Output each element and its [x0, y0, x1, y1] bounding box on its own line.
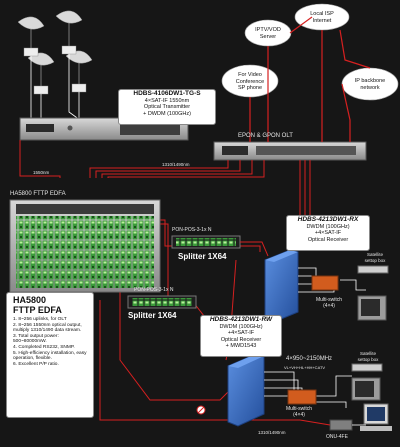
network-links: [249, 16, 371, 142]
multiswitch-bottom-device: [287, 389, 317, 405]
edfa-model-label: HA5800 FTTP EDFA: [10, 191, 66, 197]
satellite-dish-icon: [17, 10, 93, 86]
fiber-label-1550: 1550nm: [33, 170, 50, 175]
olt-rack: [213, 141, 367, 161]
fiber-label-1310-top: 1310/1490nm: [162, 162, 190, 167]
multiswitch-bottom-label: Multi-switch (4×4): [285, 406, 313, 418]
receiver-rx-device: [264, 249, 299, 323]
settop-box-bottom-device: [351, 363, 383, 372]
edfa-feature: 6. Excellent P/P ratio.: [13, 361, 59, 367]
multiswitch-top-label: Multi-switch (4×4): [315, 297, 343, 309]
edfa-subtitle: FTTP EDFA: [13, 305, 62, 315]
receiver-rx-line: +4×SAT-IF: [314, 230, 342, 237]
cloud-isp-label: Local ISP Internet: [310, 11, 334, 24]
edfa-feature: 3. Total output power: 500~80000mW.: [13, 333, 59, 345]
fiber-label-1310-bottom: 1310/1490nm: [258, 430, 286, 435]
tv-bottom-icon: [351, 377, 381, 401]
transmitter-line: + DWDM (100GHz): [143, 110, 191, 117]
edfa-callout: HA5800 FTTP EDFA 1. 8~256 uplinks, for O…: [6, 292, 94, 418]
edfa-feature: 1. 8~256 uplinks, for OLT: [13, 317, 67, 322]
splitter-bottom-model: PON-POS-3-1x N: [134, 287, 174, 293]
tv-top-icon: [357, 295, 387, 321]
receiver-rw-title: HDBS-4213DW1-RW: [209, 316, 273, 323]
receiver-rw-line: + MWD1543: [225, 343, 257, 350]
onu-device: [329, 419, 353, 431]
receiver-rw-device: [227, 353, 265, 427]
receiver-rx-title: HDBS-4213DW1-RX: [297, 216, 359, 223]
receiver-rw-callout: HDBS-4213DW1-RW DWDM (100GHz) +4×SAT-IF …: [200, 315, 282, 357]
cloud-video-label: For Video Conference SP phone: [235, 72, 265, 91]
receiver-rw-line: +4×SAT-IF: [227, 330, 255, 337]
stb-top-label: Satellite settop box: [364, 252, 386, 263]
olt-label: EPON & GPON OLT: [238, 133, 293, 139]
receiver-rw-line: Optical Receiver: [220, 336, 262, 343]
band-signals-label: VL+VH+HL+HH+CATV: [284, 365, 326, 370]
transmitter-callout: HDBS-4106DW1-TG-S 4×SAT-IF 1550nm Optica…: [118, 89, 216, 125]
settop-box-top-device: [357, 265, 389, 274]
edfa-rack: [9, 199, 161, 293]
receiver-rx-line: Optical Receiver: [307, 236, 349, 243]
transmitter-title: HDBS-4106DW1-TG-S: [133, 90, 201, 97]
splitter-bottom-device: [127, 295, 197, 309]
edfa-feature: 5. High-efficiency installation, easy op…: [13, 350, 87, 362]
fiber-connector-icon: [196, 405, 206, 415]
transmitter-line: Optical Transmitter: [143, 104, 191, 111]
receiver-rw-line: DWDM (100GHz): [219, 323, 263, 330]
cloud-iptv-label: IPTV/VOD Server: [255, 27, 281, 40]
splitter-top-model: PON-POS-3-1x N: [172, 227, 212, 233]
splitter-bottom-name: Splitter 1X64: [128, 311, 177, 320]
multiswitch-top-device: [311, 275, 339, 291]
computer-icon: [360, 403, 392, 431]
splitter-top-name: Splitter 1X64: [178, 252, 227, 261]
edfa-feature: 4. Completed RS232, SNMP.: [13, 344, 75, 350]
edfa-title: HA5800: [13, 295, 47, 305]
onu-label: ONU-4FE: [326, 434, 348, 440]
stb-bottom-label: Satellite settop box: [357, 351, 379, 362]
band-range-label: 4×950~2150MHz: [286, 356, 333, 362]
cloud-backbone-label: IP backbone network: [354, 78, 386, 91]
receiver-rx-line: DWDM (100GHz): [306, 223, 350, 230]
transmitter-line: 4×SAT-IF 1550nm: [144, 97, 190, 104]
receiver-rx-callout: HDBS-4213DW1-RX DWDM (100GHz) +4×SAT-IF …: [286, 215, 370, 251]
edfa-feature: 2. 8~256 1550nm optical output, multiply…: [13, 322, 82, 334]
splitter-top-device: [171, 235, 241, 249]
